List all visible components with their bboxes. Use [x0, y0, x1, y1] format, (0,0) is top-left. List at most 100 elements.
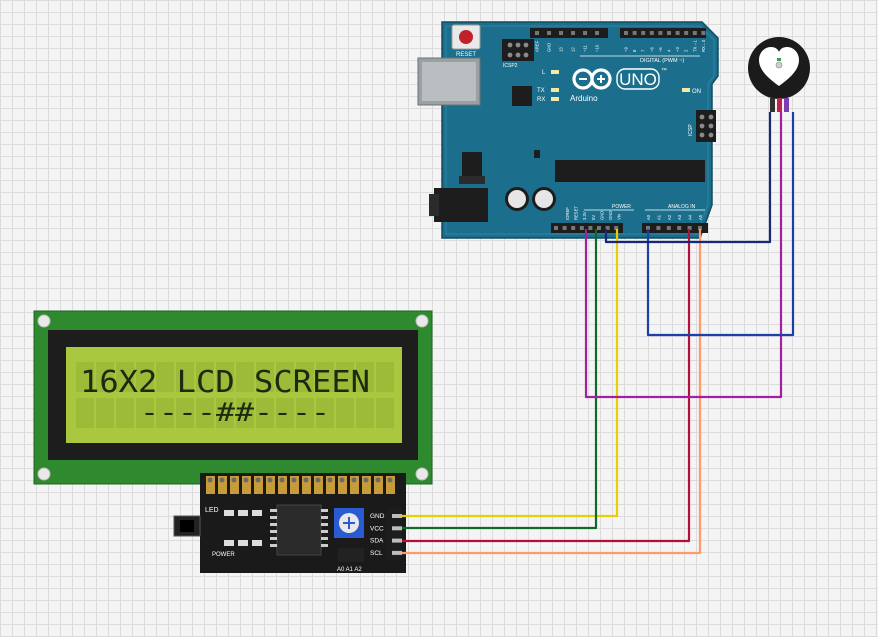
- lcd-cell: [96, 398, 114, 428]
- wires: [402, 112, 795, 555]
- header-pin-hole: [231, 477, 237, 483]
- lcd-cell: [76, 362, 94, 392]
- lcd-16x2-module[interactable]: 16X2 LCD SCREEN ----##----: [33, 310, 433, 485]
- digital-pin-hole: [675, 31, 680, 35]
- i2c-backpack-module[interactable]: LED POWER A0 A1 A2: [173, 473, 406, 573]
- led-rx-label: RX: [537, 97, 545, 103]
- header-pin: [314, 476, 323, 494]
- lcd-cell: [336, 362, 354, 392]
- power-pin-hole: [614, 226, 619, 230]
- wire-blue[interactable]: [646, 112, 795, 337]
- lcd-cell: [116, 362, 134, 392]
- analog-pin-label: A0: [646, 214, 651, 220]
- analog-pin-hole: [646, 226, 650, 230]
- i2c-pin-label: VCC: [370, 525, 384, 532]
- digital-pin-label: 7: [641, 49, 646, 52]
- lcd-cell: [316, 398, 334, 428]
- analog-pin-label: A5: [698, 214, 703, 220]
- header-pin-hole: [375, 477, 381, 483]
- power-pin-label: Vin: [617, 213, 622, 220]
- digital-pin-label: 4: [667, 49, 672, 52]
- header-pin-hole: [327, 477, 333, 483]
- usb-chip: [512, 86, 532, 106]
- led-l-label: L: [542, 70, 546, 76]
- lcd-line-1: 16X2 LCD SCREEN: [80, 365, 370, 400]
- bottom-pin-holes: [554, 226, 702, 230]
- lcd-cell: [236, 362, 254, 392]
- i2c-pin-label: SDA: [370, 538, 384, 545]
- power-pin-label: GND: [608, 211, 613, 220]
- address-label: A0 A1 A2: [337, 567, 362, 573]
- digital-pin-hole: [658, 31, 663, 35]
- arduino-logo: [572, 68, 612, 90]
- digital-pin-hole: [595, 31, 599, 35]
- dc-power-jack: [434, 188, 488, 222]
- digital-pin-hole: [559, 31, 563, 35]
- power-pin-hole: [588, 226, 593, 230]
- digital-pin-label: TX→1: [692, 39, 697, 52]
- digital-pin-label: RX←0: [701, 39, 706, 52]
- lcd-cell: [216, 398, 234, 428]
- analog-pin-hole: [698, 226, 702, 230]
- wire-sda-red[interactable]: [402, 229, 691, 543]
- header-pin-hole: [207, 477, 213, 483]
- digital-pin-hole: [624, 31, 628, 35]
- digital-pin-label: ~9: [624, 47, 629, 52]
- i2c-output-pin[interactable]: [392, 526, 402, 531]
- lcd-cell: [356, 398, 374, 428]
- analog-header: [642, 223, 708, 233]
- power-pin-hole: [562, 226, 567, 230]
- trademark: ™: [661, 67, 667, 74]
- wire-vcc-green[interactable]: [402, 229, 598, 530]
- pulse-sensor[interactable]: [748, 37, 810, 112]
- header-pin: [338, 476, 347, 494]
- header-pin-hole: [243, 477, 249, 483]
- lcd-cell: [256, 398, 274, 428]
- i2c-output-pin[interactable]: [392, 538, 402, 543]
- header-pin-hole: [339, 477, 345, 483]
- arduino-model: UNO: [619, 70, 657, 89]
- icsp2-header: [502, 39, 534, 61]
- wire-purple[interactable]: [584, 112, 783, 399]
- lcd-cell: [96, 362, 114, 392]
- digital-pin-hole: [535, 31, 539, 35]
- power-pin-label: GND: [599, 211, 604, 220]
- lcd-cell: [276, 398, 294, 428]
- arduino-brand: Arduino: [570, 94, 598, 103]
- analog-pin-label: A1: [656, 214, 661, 220]
- header-pin-hole: [387, 477, 393, 483]
- power-pin-hole: [605, 226, 610, 230]
- lcd-cell: [376, 362, 394, 392]
- digital-pin-label: 13: [559, 47, 564, 52]
- digital-pin-hole: [701, 31, 706, 35]
- header-pin-hole: [303, 477, 309, 483]
- lcd-cell: [336, 398, 354, 428]
- lcd-cell: [136, 398, 154, 428]
- digital-pin-label: ~11: [583, 45, 588, 52]
- atmega-chip: [555, 160, 705, 182]
- status-leds: [551, 70, 690, 101]
- header-pin-hole: [255, 477, 261, 483]
- digital-pin-hole: [583, 31, 587, 35]
- contrast-potentiometer[interactable]: [334, 508, 364, 538]
- lcd-character-cells: [76, 362, 394, 428]
- digital-pin-hole: [632, 31, 637, 35]
- analog-pin-label: A2: [667, 214, 672, 220]
- wire-scl-salmon[interactable]: [402, 229, 702, 555]
- header-pin-hole: [291, 477, 297, 483]
- i2c-output-pin[interactable]: [392, 514, 402, 518]
- header-pin: [326, 476, 335, 494]
- wire-navy[interactable]: [604, 112, 772, 244]
- header-pin: [254, 476, 263, 494]
- i2c-output-pin[interactable]: [392, 550, 402, 555]
- digital-pin-hole: [684, 31, 689, 35]
- icsp2-label: ICSP2: [503, 63, 518, 69]
- analog-label: ANALOG IN: [668, 204, 696, 210]
- wire-gnd-yellow[interactable]: [402, 229, 619, 518]
